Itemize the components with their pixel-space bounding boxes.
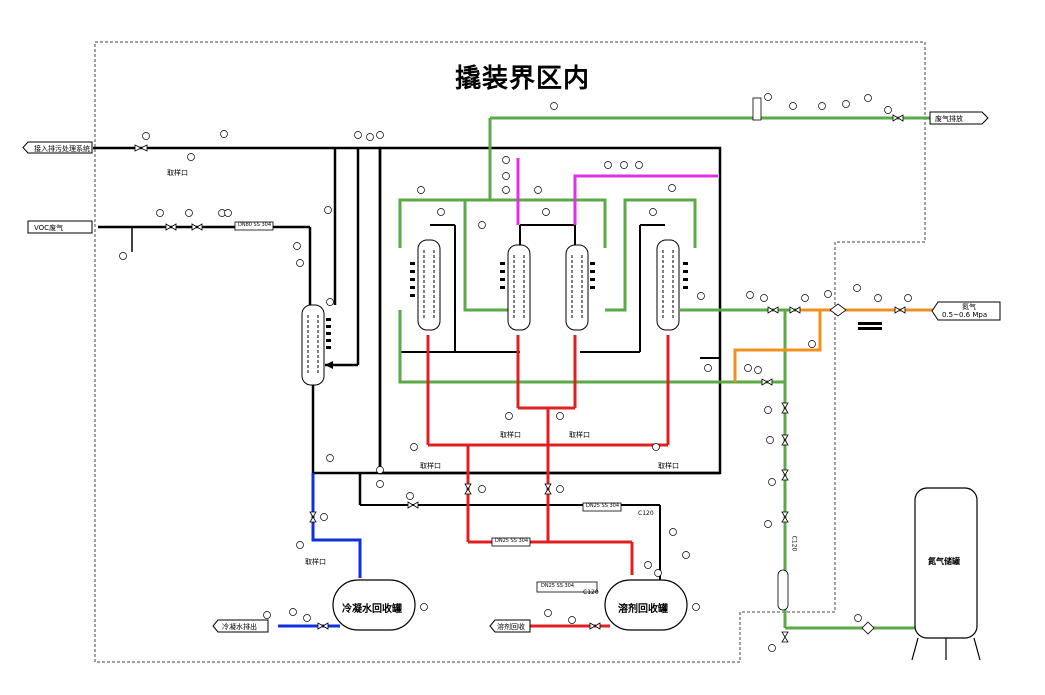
pipe-spec-voc: DN80 SS 304	[238, 222, 272, 228]
connector-right-n2-label: 氮气	[962, 303, 976, 311]
column-c5	[656, 239, 680, 331]
sample-port-6: 取样口	[305, 558, 326, 566]
sample-port-3: 取样口	[569, 431, 590, 439]
pipe-spec-c120b: C120	[583, 589, 599, 596]
column-c4	[565, 244, 589, 331]
pipe-spec-solvent2: DN25 SS 304	[541, 583, 575, 589]
column-c1	[301, 304, 325, 386]
sample-port-5: 取样口	[658, 462, 679, 470]
pipe-spec-c120a: C120	[638, 510, 654, 517]
page-title: 撬装界区内	[455, 64, 591, 94]
connector-left-mid-shape	[27, 220, 93, 234]
pipe-spec-c120v: C120	[790, 535, 798, 552]
condensate-tank	[332, 579, 416, 631]
solvent-tank	[604, 579, 688, 631]
sample-port-1: 取样口	[167, 169, 188, 177]
connector-right-n2-shape	[931, 301, 1001, 321]
solvent-tank-label: 溶剂回收罐	[618, 604, 668, 615]
connector-bottom-left-label: 冷凝水排出	[222, 623, 257, 631]
connector-bottom-mid-label: 溶剂回收	[497, 623, 525, 631]
condensate-tank-label: 冷凝水回收罐	[342, 604, 402, 615]
connector-right-top-shape	[929, 111, 989, 125]
column-c3	[507, 244, 531, 331]
n2-buffer-tank	[911, 487, 981, 661]
connector-bottom-left-shape	[212, 619, 269, 633]
pipe-spec-return: DN25 SS 304	[586, 503, 620, 509]
connector-right-n2-pressure: 0.5~0.6 Mpa	[942, 311, 988, 319]
n2-buffer-tank-label: 氮气储罐	[928, 557, 960, 566]
sample-port-4: 取样口	[420, 462, 441, 470]
connector-left-top-label: 接入排污处理系统	[34, 145, 90, 153]
pipe-spec-solvent: DN25 SS 304	[495, 538, 529, 544]
connector-bottom-mid-shape	[489, 619, 531, 633]
connector-left-mid-label: VOC废气	[34, 224, 64, 232]
sample-port-2: 取样口	[500, 431, 521, 439]
connector-left-top-shape	[22, 141, 93, 154]
skid-boundary	[94, 41, 926, 663]
connector-right-top-label: 废气排放	[935, 115, 963, 123]
column-c2	[417, 239, 441, 331]
